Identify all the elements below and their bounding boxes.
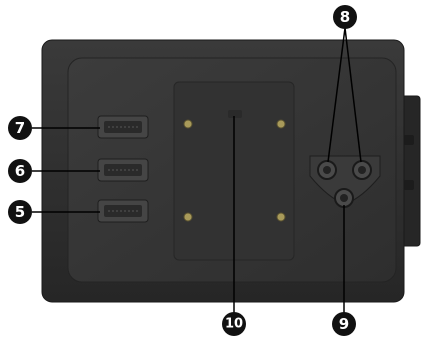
callout-6-label: 6 xyxy=(15,162,25,180)
middle-multi-pin-connector xyxy=(97,158,149,182)
single-round-connector xyxy=(334,188,354,208)
callout-8-label: 8 xyxy=(340,8,350,26)
twin-round-connectors xyxy=(317,160,372,180)
callout-8: 8 xyxy=(333,5,357,29)
leader-lines xyxy=(32,27,362,314)
leader-line-8b xyxy=(344,27,362,163)
callout-6: 6 xyxy=(8,159,32,183)
leader-line-8a xyxy=(327,27,346,163)
callout-10-label: 10 xyxy=(225,317,243,332)
screw-bottom-right xyxy=(276,212,286,222)
callout-5-label: 5 xyxy=(15,203,25,221)
screw-bottom-left xyxy=(183,212,193,222)
lower-multi-pin-connector xyxy=(97,199,149,223)
screw-top-right xyxy=(276,119,286,129)
callout-7: 7 xyxy=(8,116,32,140)
callout-7-label: 7 xyxy=(15,119,25,137)
screw-top-left xyxy=(183,119,193,129)
upper-multi-pin-connector xyxy=(97,115,149,139)
callout-5: 5 xyxy=(8,200,32,224)
callout-10: 10 xyxy=(222,312,246,336)
callout-9-label: 9 xyxy=(339,315,349,333)
callout-9: 9 xyxy=(332,312,356,336)
